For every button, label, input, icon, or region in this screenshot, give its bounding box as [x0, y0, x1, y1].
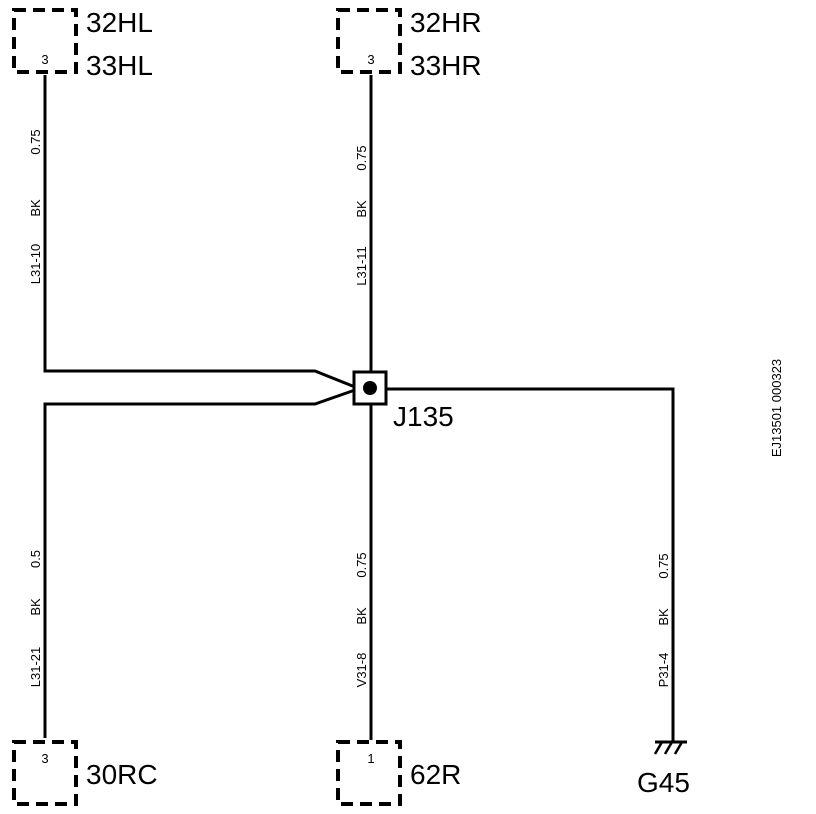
svg-text:BK: BK: [28, 199, 43, 217]
junction-label: J135: [393, 401, 454, 432]
wire-label-w5-circuit: P31-4: [656, 653, 671, 688]
svg-text:0.75: 0.75: [656, 553, 671, 578]
connector-pin-number: 3: [41, 751, 48, 766]
svg-text:0.75: 0.75: [28, 129, 43, 154]
svg-text:P31-4: P31-4: [656, 653, 671, 688]
wire-label-w2-color: BK: [354, 200, 369, 218]
svg-text:0.5: 0.5: [28, 550, 43, 568]
wire-label-w4-size: 0.75: [354, 552, 369, 577]
connector-top-right: 3: [336, 8, 402, 74]
connector-label-33hl: 33HL: [86, 50, 153, 81]
wire-junction-to-ground: [387, 387, 675, 742]
svg-text:L31-11: L31-11: [354, 246, 369, 286]
connector-label-33hr: 33HR: [410, 50, 482, 81]
wire-bottom-left-to-junction: [43, 388, 356, 738]
svg-text:0.75: 0.75: [354, 552, 369, 577]
wire-top-left-to-junction: [43, 75, 356, 389]
connector-label-32hr: 32HR: [410, 7, 482, 38]
connector-top-left: 3: [12, 8, 78, 74]
svg-text:L31-21: L31-21: [28, 647, 43, 687]
svg-text:BK: BK: [354, 607, 369, 625]
connector-pin-number: 3: [41, 52, 48, 67]
wire-label-w1-circuit: L31-10: [28, 244, 43, 284]
wire-label-w1-color: BK: [28, 199, 43, 217]
reference-code: EJ13501 000323: [769, 359, 784, 457]
wire-label-w5-color: BK: [656, 608, 671, 626]
svg-text:BK: BK: [354, 200, 369, 218]
wire-label-w2-size: 0.75: [354, 145, 369, 170]
svg-text:0.75: 0.75: [354, 145, 369, 170]
connector-label-32hl: 32HL: [86, 7, 153, 38]
connector-label-62r: 62R: [410, 759, 461, 790]
wire-label-w3-size: 0.5: [28, 550, 43, 568]
connector-pin-number: 3: [367, 52, 374, 67]
svg-text:EJ13501 000323: EJ13501 000323: [769, 359, 784, 457]
connector-pin-number: 1: [367, 751, 374, 766]
ground-icon: [653, 740, 687, 755]
wire-label-w2-circuit: L31-11: [354, 246, 369, 286]
svg-text:BK: BK: [656, 608, 671, 626]
connector-label-30rc: 30RC: [86, 759, 158, 790]
svg-text:V31-8: V31-8: [354, 653, 369, 688]
wire-label-w4-circuit: V31-8: [354, 653, 369, 688]
wire-label-w3-circuit: L31-21: [28, 647, 43, 687]
connector-bottom-left: 3: [12, 740, 78, 806]
svg-text:BK: BK: [28, 598, 43, 616]
connector-bottom-center: 1: [336, 740, 402, 806]
wire-label-w1-size: 0.75: [28, 129, 43, 154]
junction-j135: [352, 370, 388, 406]
wire-label-w5-size: 0.75: [656, 553, 671, 578]
wire-label-w3-color: BK: [28, 598, 43, 616]
svg-text:L31-10: L31-10: [28, 244, 43, 284]
wire-label-w4-color: BK: [354, 607, 369, 625]
ground-label: G45: [637, 767, 690, 798]
